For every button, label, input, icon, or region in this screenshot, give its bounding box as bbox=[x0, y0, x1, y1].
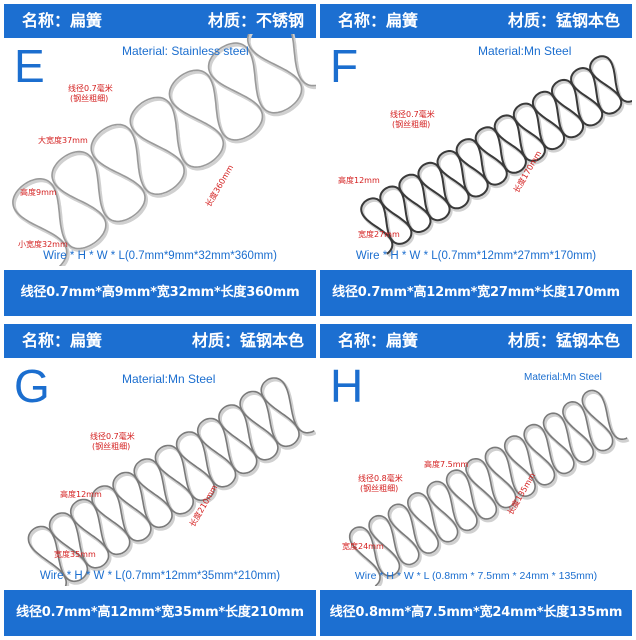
width-annotation: 宽度27mm bbox=[358, 230, 400, 239]
small-width-annotation: 小宽度32mm bbox=[18, 240, 68, 249]
product-name: 名称：扁簧 bbox=[338, 11, 419, 30]
panel-header: 名称：扁簧 材质：锰钢本色 bbox=[4, 324, 316, 358]
spring-image bbox=[360, 55, 632, 258]
spring-wire bbox=[12, 34, 316, 266]
panel-header: 名称：扁簧 材质：锰钢本色 bbox=[320, 324, 632, 358]
english-spec: Wire * H * W * L(0.7mm*12mm*35mm*210mm) bbox=[39, 570, 281, 582]
spring-image bbox=[12, 34, 316, 266]
chinese-spec: 线径0.8mm*高7.5mm*宽24mm*长度135mm bbox=[320, 590, 632, 636]
height-annotation: 高度7.5mm bbox=[424, 460, 469, 469]
width-annotation: 宽度24mm bbox=[342, 542, 384, 551]
variant-letter: E bbox=[14, 40, 45, 92]
spring-image bbox=[27, 377, 316, 586]
wire-annotation: 线径0.8毫米 (钢丝粗细) bbox=[358, 474, 403, 493]
material-label: 材质：不锈钢 bbox=[207, 11, 304, 30]
material-label: 材质：锰钢本色 bbox=[191, 331, 304, 350]
spring-wire bbox=[27, 377, 315, 586]
spring-wire-shadow bbox=[361, 56, 632, 258]
spring-wire bbox=[348, 389, 628, 586]
panel-header: 名称：扁簧 材质：锰钢本色 bbox=[320, 4, 632, 38]
english-spec: Wire * H * W * L(0.7mm*12mm*27mm*170mm) bbox=[355, 250, 597, 262]
height-annotation: 高度12mm bbox=[60, 490, 102, 499]
spring-image bbox=[348, 389, 630, 586]
chinese-spec: 线径0.7mm*高12mm*宽27mm*长度170mm bbox=[320, 270, 632, 316]
material-english: Material:Mn Steel bbox=[478, 44, 572, 58]
product-panel-e: 名称：扁簧 材质：不锈钢 E Material: Stainless steel… bbox=[4, 4, 316, 316]
english-spec: Wire * H * W * L(0.7mm*9mm*32mm*360mm) bbox=[43, 250, 277, 262]
material-label: 材质：锰钢本色 bbox=[507, 11, 620, 30]
chinese-spec: 线径0.7mm*高9mm*宽32mm*长度360mm bbox=[4, 270, 316, 316]
big-width-annotation: 大宽度37mm bbox=[38, 136, 88, 145]
product-panel-h: 名称：扁簧 材质：锰钢本色 H Material:Mn Steel 线径0.8毫… bbox=[320, 324, 632, 636]
variant-letter: F bbox=[330, 40, 359, 92]
material-label: 材质：锰钢本色 bbox=[507, 331, 620, 350]
spring-wire-shadow bbox=[28, 378, 316, 586]
height-annotation: 高度9mm bbox=[20, 188, 57, 197]
product-name: 名称：扁簧 bbox=[22, 11, 103, 30]
spring-wire bbox=[360, 55, 632, 255]
height-annotation: 高度12mm bbox=[338, 176, 380, 185]
variant-letter: H bbox=[330, 360, 364, 412]
product-name: 名称：扁簧 bbox=[338, 331, 419, 350]
wire-annotation: 线径0.7毫米 (钢丝粗细) bbox=[90, 432, 135, 451]
chinese-spec: 线径0.7mm*高12mm*宽35mm*长度210mm bbox=[4, 590, 316, 636]
product-panel-f: 名称：扁簧 材质：锰钢本色 F Material:Mn Steel 线径0.7毫… bbox=[320, 4, 632, 316]
english-spec: Wire * H * W * L (0.8mm * 7.5mm * 24mm *… bbox=[354, 570, 598, 582]
material-english: Material: Stainless steel bbox=[122, 44, 249, 58]
product-name: 名称：扁簧 bbox=[22, 331, 103, 350]
wire-annotation: 线径0.7毫米 (钢丝粗细) bbox=[390, 110, 435, 129]
material-english: Material:Mn Steel bbox=[122, 372, 216, 386]
panel-header: 名称：扁簧 材质：不锈钢 bbox=[4, 4, 316, 38]
material-english: Material:Mn Steel bbox=[524, 372, 602, 383]
product-panel-g: 名称：扁簧 材质：锰钢本色 G Material:Mn Steel 线径0.7毫… bbox=[4, 324, 316, 636]
width-annotation: 宽度35mm bbox=[54, 550, 96, 559]
variant-letter: G bbox=[14, 360, 50, 412]
wire-annotation: 线径0.7毫米 (钢丝粗细) bbox=[68, 84, 113, 103]
